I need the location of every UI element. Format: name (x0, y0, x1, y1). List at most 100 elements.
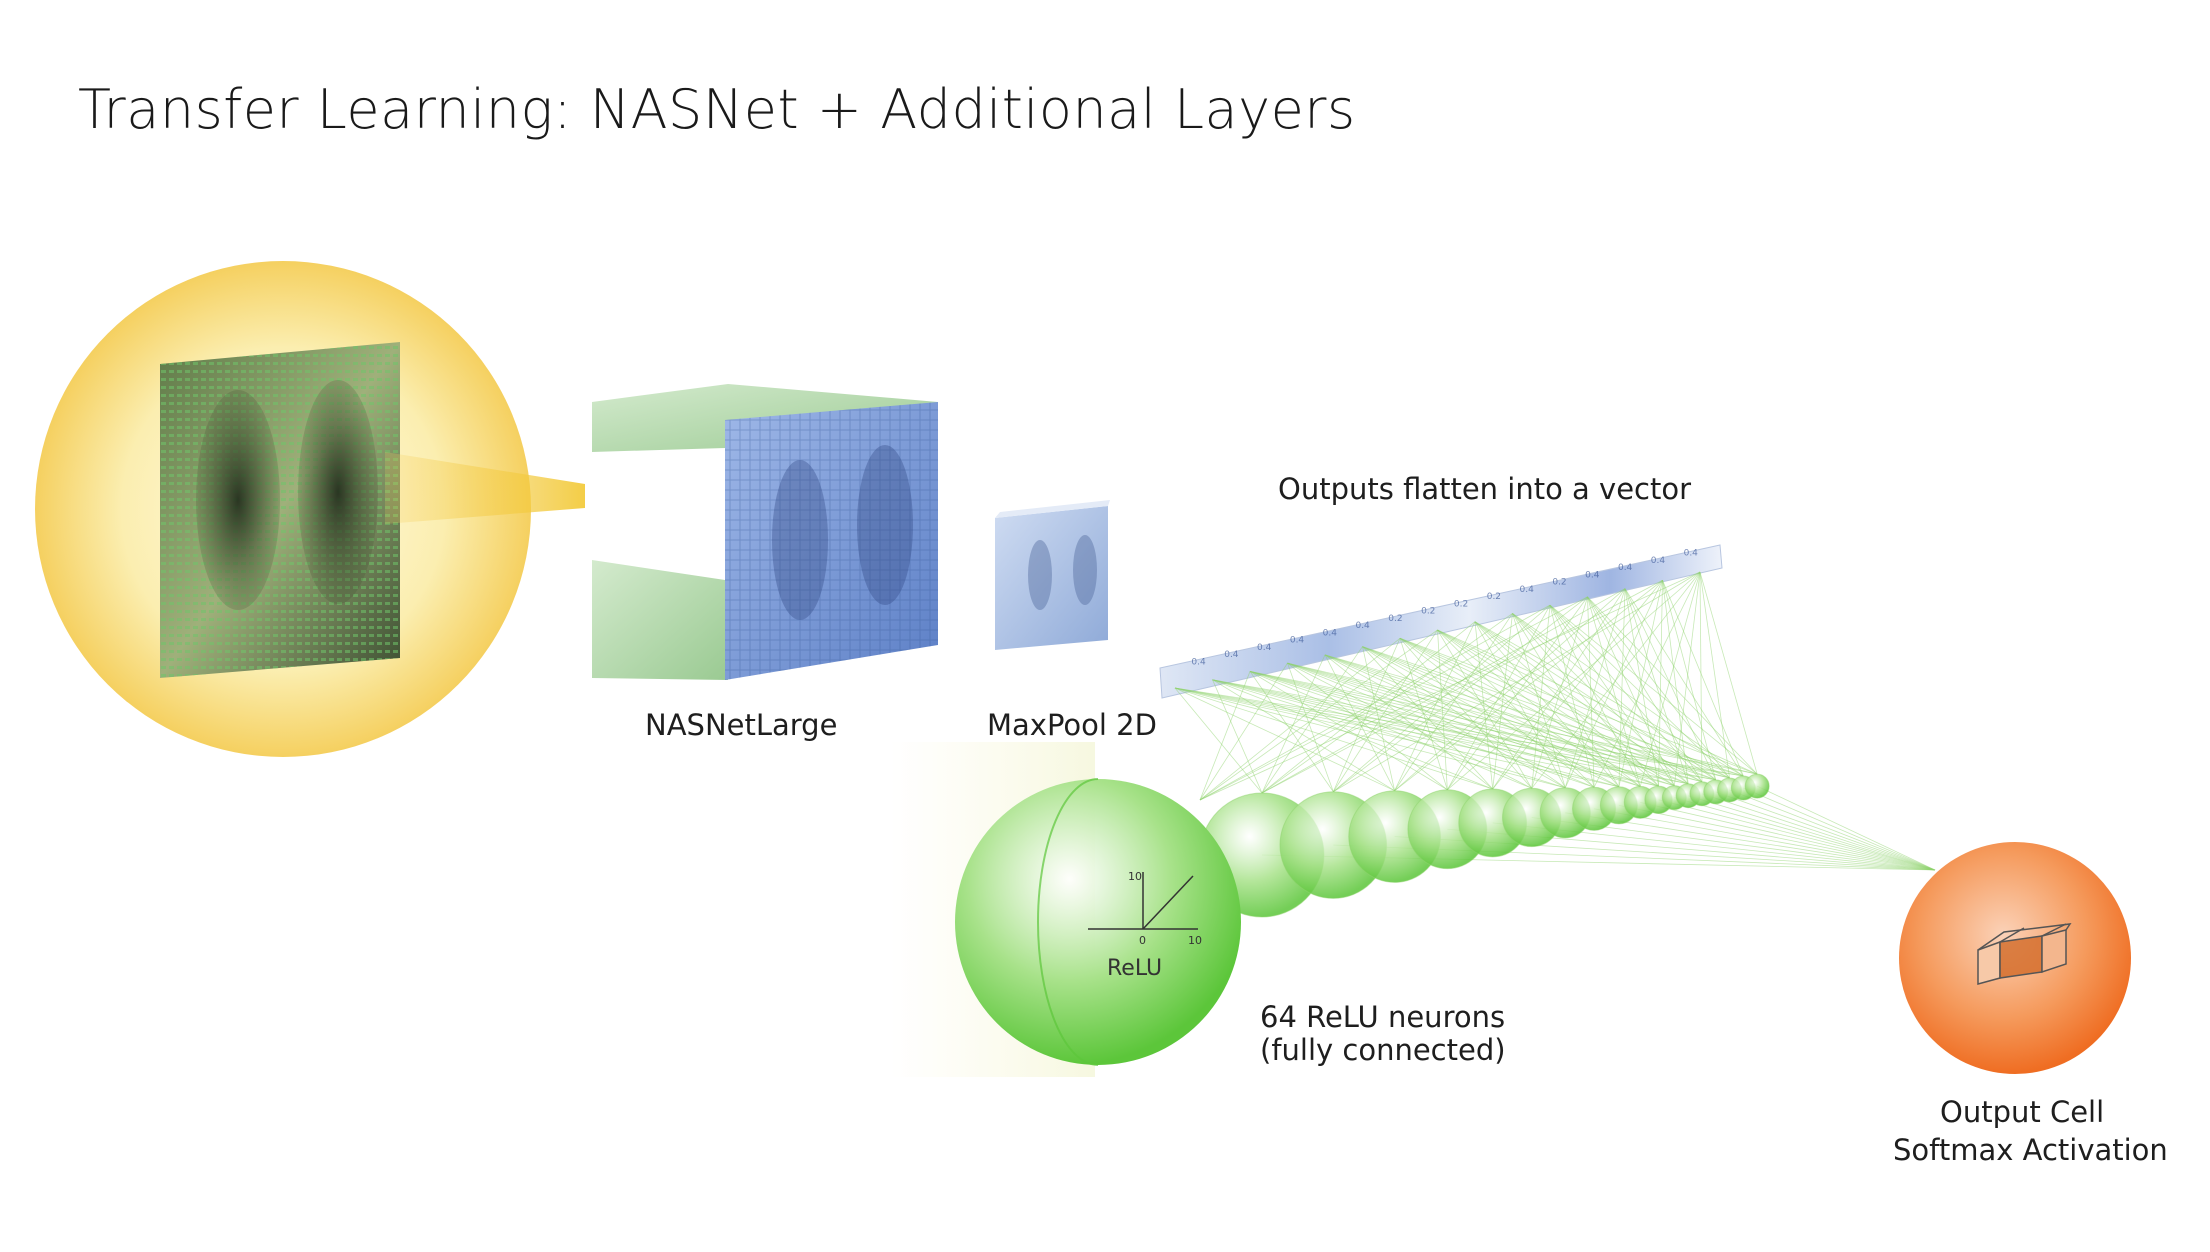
connection-line (1174, 687, 1659, 787)
connection-line (1249, 671, 1758, 775)
connection-line (1447, 596, 1588, 791)
nasnet-block (592, 384, 938, 680)
maxpool-face (995, 506, 1108, 650)
connection-line (1618, 588, 1626, 787)
connection-line (1662, 580, 1744, 777)
connection-line (1640, 801, 1936, 871)
connection-line (1531, 571, 1701, 789)
connection-line (1362, 646, 1493, 790)
connection-line (1333, 596, 1588, 793)
connection-line (1249, 671, 1730, 779)
connection-line (1688, 795, 1936, 871)
connection-line (1549, 604, 1703, 783)
output-cell (1899, 842, 2131, 1074)
connection-line (1474, 621, 1659, 787)
connection-line (1474, 621, 1566, 788)
nasnet-green-bottom (592, 560, 728, 680)
label-neurons-line2: (fully connected) (1260, 1033, 1506, 1067)
connection-line (1287, 662, 1675, 787)
connection-line (1618, 580, 1663, 787)
vector-cell-value: 0.4 (1520, 585, 1535, 595)
connection-line (1587, 596, 1730, 779)
connection-line (1447, 604, 1551, 790)
connection-line (1174, 687, 1716, 781)
connection-line (1699, 571, 1730, 779)
connection-line (1587, 596, 1595, 788)
connection-line (1618, 804, 1936, 871)
vector-cell-value: 0.4 (1224, 650, 1239, 660)
neuron-chain (1199, 773, 1770, 918)
connection-line (1699, 571, 1758, 775)
connection-line (1399, 637, 1641, 787)
connection-line (1174, 687, 1744, 777)
connection-line (1437, 629, 1703, 783)
connection-line (1593, 571, 1701, 788)
connection-line (1332, 629, 1438, 792)
relu-activation-line (1142, 875, 1194, 930)
connection-line (1549, 605, 1595, 788)
input-beam (385, 452, 585, 524)
vector-cell-value: 0.4 (1191, 657, 1206, 667)
connection-line (1399, 637, 1758, 775)
connection-line (1324, 654, 1689, 785)
vector-cell-value: 0.4 (1323, 628, 1338, 638)
connection-line (1492, 613, 1513, 790)
connection-line (1474, 621, 1494, 790)
vector-cell-value: 0.4 (1684, 549, 1699, 559)
connection-line (1624, 588, 1659, 787)
nasnet-grid-face (725, 402, 938, 680)
connection-line (1587, 596, 1641, 787)
connection-line (1174, 687, 1493, 790)
vector-cells: 0.40.40.40.40.40.40.20.20.20.20.40.20.40… (1191, 549, 1698, 668)
vector-cell-value: 0.2 (1388, 614, 1402, 624)
label-output-line2: Softmax Activation (1893, 1133, 2168, 1167)
connection-line (1437, 629, 1448, 790)
relu-neuron-meridian (1037, 778, 1099, 1066)
vector-cell-value: 0.2 (1552, 578, 1566, 588)
vector-cell-value: 0.4 (1585, 570, 1600, 580)
connection-line (1743, 787, 1936, 871)
connection-line (1673, 571, 1701, 786)
connection-line (1639, 571, 1701, 787)
connection-line (1333, 571, 1701, 793)
connection-line (1658, 799, 1936, 871)
connection-line (1394, 613, 1513, 791)
connection-line (1332, 638, 1401, 792)
xray-left-lung (196, 390, 280, 610)
connection-line (1715, 791, 1936, 871)
connection-line (1674, 797, 1936, 871)
connection-line (1512, 613, 1566, 788)
vector-cell-value: 0.2 (1421, 607, 1435, 617)
connection-line (1287, 662, 1448, 791)
connection-line (1287, 663, 1334, 792)
label-neurons-line1: 64 ReLU neurons (1260, 1000, 1506, 1034)
connection-line (1199, 571, 1701, 801)
connection-line (1474, 621, 1689, 785)
connection-line (1437, 629, 1641, 787)
nasnet-lung-right (857, 445, 913, 605)
connection-line (1492, 588, 1626, 790)
connection-line (1199, 662, 1288, 801)
connection-line (1587, 596, 1758, 775)
relu-y-tick: 10 (1128, 870, 1142, 883)
connection-line (1447, 571, 1701, 791)
connection-line (1662, 580, 1717, 780)
vector-cell-value: 0.4 (1355, 621, 1370, 631)
connection-line (1212, 679, 1620, 788)
connection-line (1549, 604, 1730, 779)
label-output-line1: Output Cell (1940, 1095, 2105, 1129)
vector-cell-value: 0.2 (1487, 592, 1501, 602)
connection-line (1437, 629, 1675, 786)
connection-line (1564, 588, 1626, 788)
connection-line (1512, 613, 1659, 787)
connection-line (1531, 605, 1551, 789)
xray-right-lung (298, 380, 378, 604)
connection-line (1333, 604, 1551, 793)
connection-line (1261, 579, 1663, 794)
connection-line (1362, 646, 1620, 788)
relu-origin: 0 (1139, 934, 1146, 947)
connection-line (1199, 596, 1588, 801)
connection-line (1249, 671, 1675, 787)
vector-cell-value: 0.4 (1257, 643, 1272, 653)
vector-cell-value: 0.2 (1454, 599, 1468, 609)
